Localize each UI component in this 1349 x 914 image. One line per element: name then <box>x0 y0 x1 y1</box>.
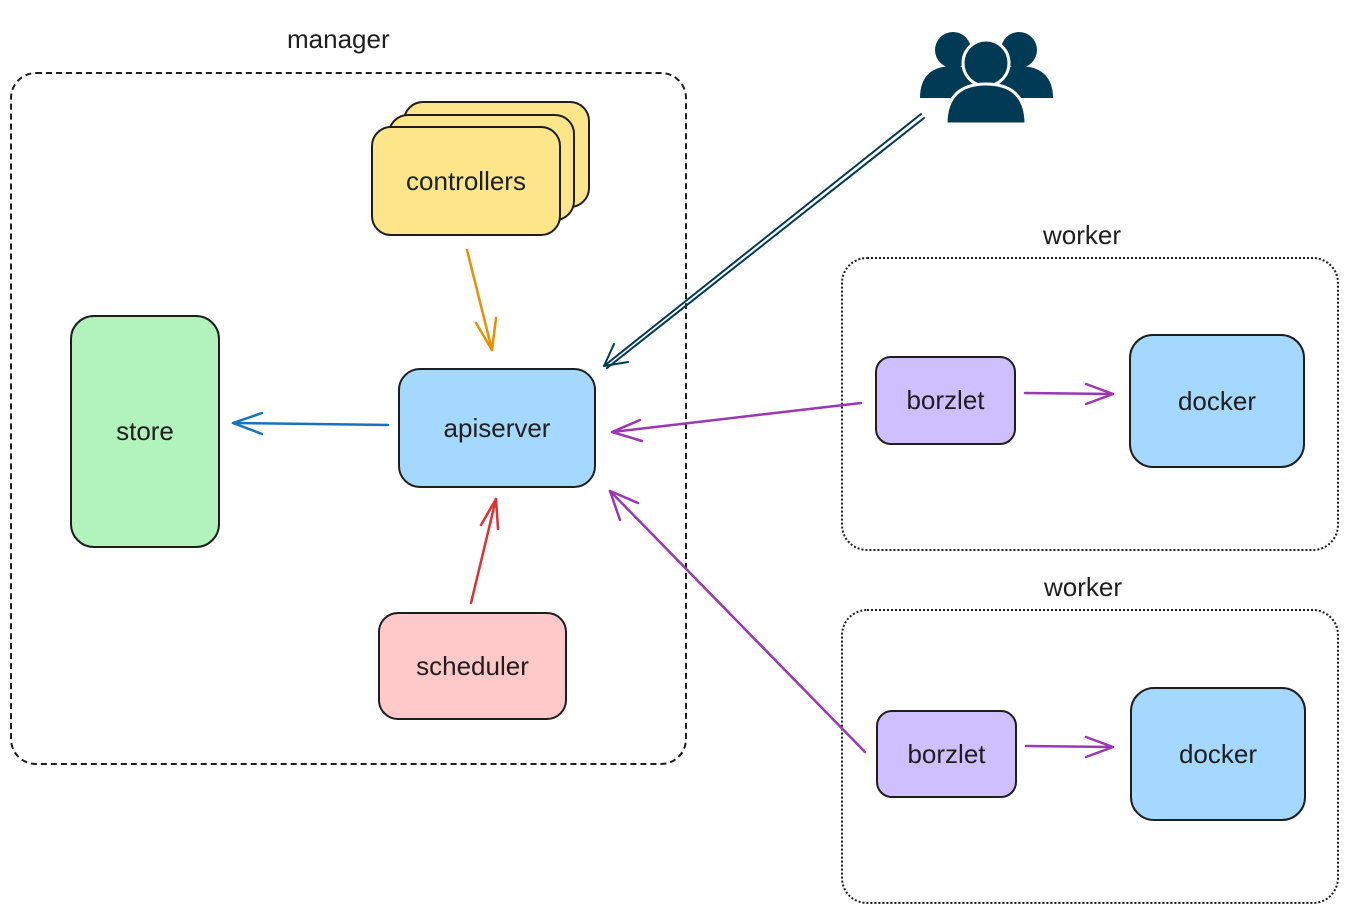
users-icon <box>920 32 1053 126</box>
worker-group-label-1: worker <box>1043 220 1122 250</box>
worker-group-2 <box>841 609 1339 904</box>
manager-group <box>10 72 687 765</box>
edge-apiserver-store <box>231 411 390 436</box>
edge-scheduler-apiserver <box>469 497 500 605</box>
edge-borzlet2-docker2 <box>1024 735 1115 759</box>
edge-borzlet1-docker1 <box>1023 382 1115 406</box>
docker-node-2[interactable]: docker <box>1130 687 1306 821</box>
store-node[interactable]: store <box>70 315 220 548</box>
docker-node-1[interactable]: docker <box>1129 334 1305 468</box>
edge-borzlet2-apiserver <box>608 489 867 754</box>
manager-group-label: manager <box>287 24 390 54</box>
edge-borzlet1-apiserver <box>610 401 863 443</box>
worker-group-label-2: worker <box>1044 572 1123 602</box>
edge-controllers-apiserver <box>465 248 498 352</box>
edge-users-apiserver <box>603 113 925 369</box>
